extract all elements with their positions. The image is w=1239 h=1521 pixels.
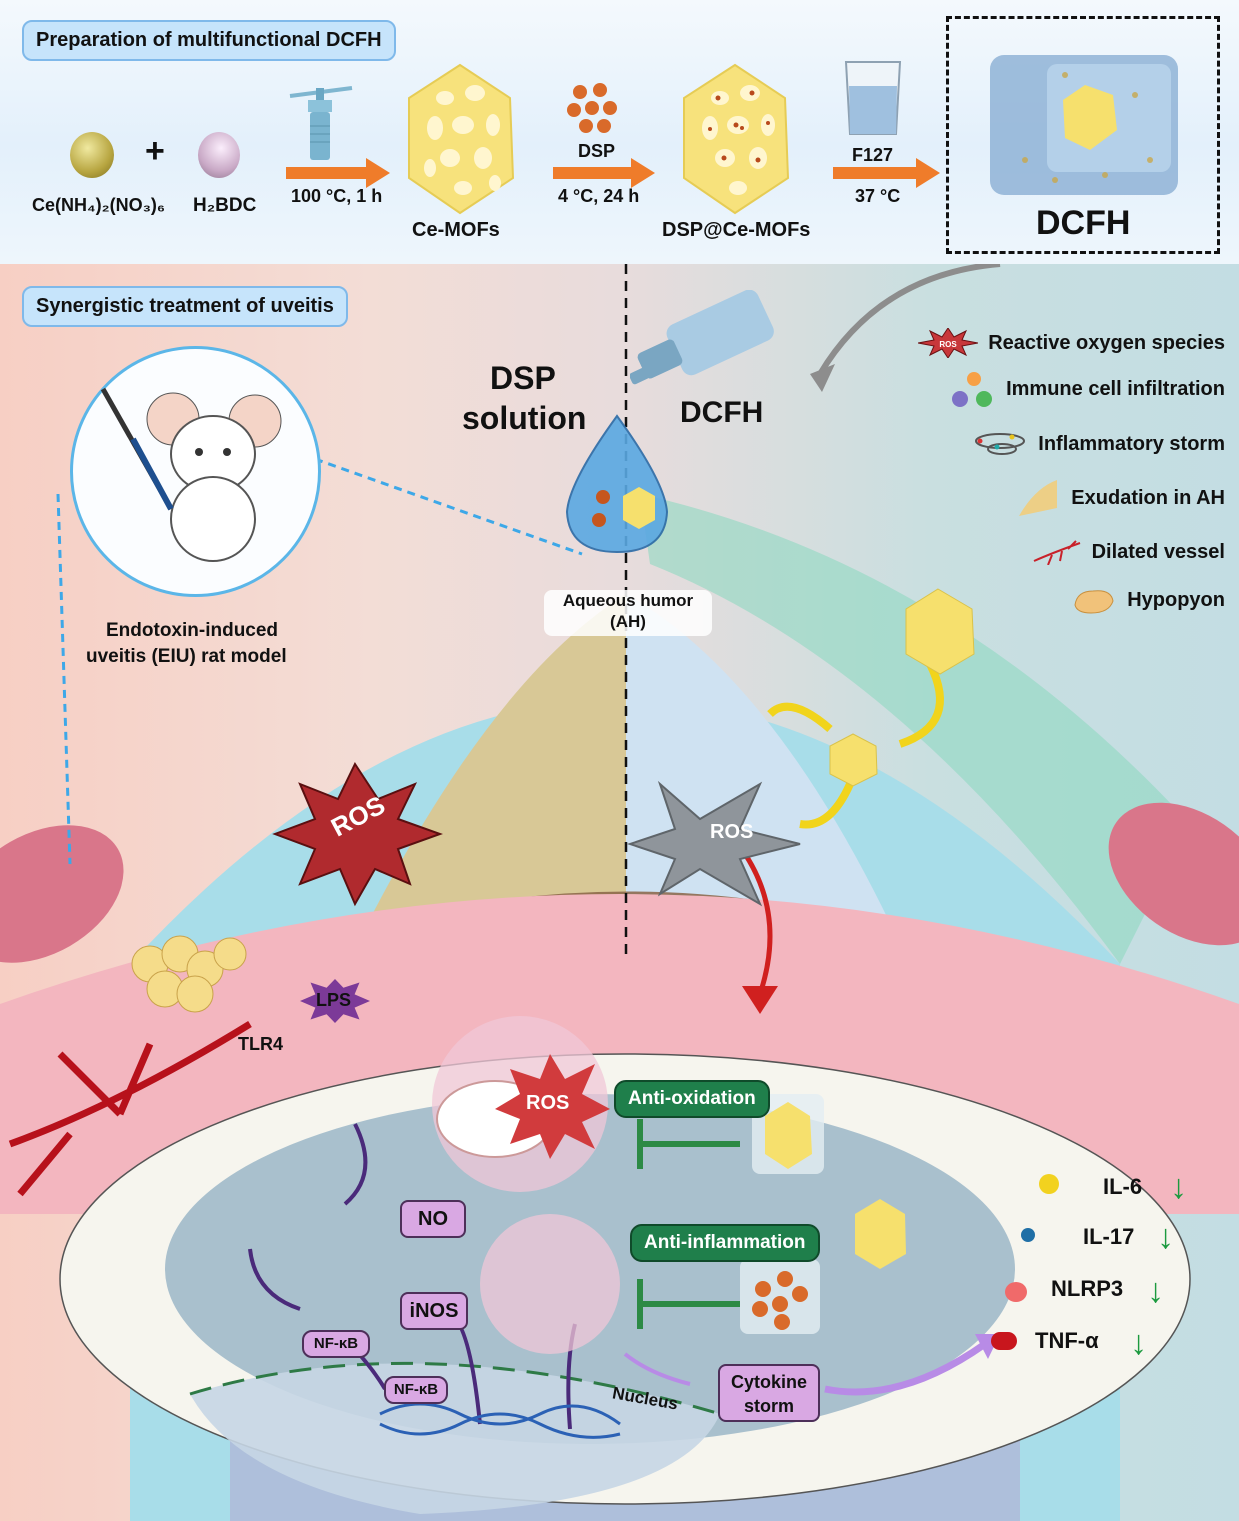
step-2-condition: 4 °C, 24 h (558, 186, 640, 206)
inos-label: iNOS (400, 1292, 468, 1330)
tlr4-label: TLR4 (238, 1034, 283, 1054)
legend-item-ros: ROS Reactive oxygen species (865, 326, 1225, 360)
rat-with-syringe-icon (100, 387, 282, 562)
eye-drop-droplet-icon (565, 414, 669, 554)
aqueous-humor-line2: (AH) (610, 612, 646, 631)
reaction-arrow-2 (553, 158, 655, 188)
treatment-panel: Synergistic treatment of uveitis Endotox… (0, 264, 1239, 1521)
il17-label: IL-17 (1083, 1224, 1135, 1249)
aqueous-humor-label: Aqueous humor (AH) (544, 590, 712, 636)
plus-sign: + (145, 132, 165, 170)
reaction-arrow-1 (286, 158, 390, 188)
legend-label-hypopyon: Hypopyon (1127, 588, 1225, 611)
legend-label-immune: Immune cell infiltration (1006, 377, 1225, 400)
exudation-icon (1019, 480, 1058, 516)
ros-starburst-icon: ROS (918, 328, 979, 358)
anti-inflammation-label: Anti-inflammation (630, 1224, 820, 1262)
tnf-alpha-down-arrow-icon: ↓ (1130, 1324, 1147, 1362)
dcfh-final-label: DCFH (1036, 204, 1131, 242)
reaction-arrow-3 (833, 158, 940, 188)
ce-mof-particle-icon (408, 63, 515, 215)
no-label: NO (400, 1200, 466, 1238)
dsp-reagent-label: DSP (578, 141, 616, 161)
legend: ROS Reactive oxygen species Immune cell … (865, 326, 1225, 622)
svg-text:ROS: ROS (940, 340, 958, 349)
ros-mitochondria-label: ROS (526, 1092, 570, 1114)
legend-item-exudation: Exudation in AH (865, 470, 1225, 526)
nlrp3-icon (1005, 1282, 1027, 1302)
autoclave-icon (289, 86, 353, 160)
reagent-1-label: Ce(NH₄)₂(NO₃)₆ (32, 195, 166, 215)
dcfh-highlight-box (946, 16, 1220, 254)
il6-icon (1039, 1174, 1059, 1194)
inflammatory-storm-icon (975, 433, 1026, 455)
cytokine-storm-label: Cytokine storm (718, 1364, 820, 1422)
dcfh-treatment-label: DCFH (680, 396, 764, 429)
hypopyon-icon (1074, 590, 1114, 614)
immune-cells-icon (952, 372, 993, 407)
tnf-alpha-icon (991, 1332, 1017, 1350)
dsp-loaded-mof-particle-icon (683, 63, 790, 215)
dsp-solution-label-line1: DSP (490, 360, 556, 396)
step-1-condition: 100 °C, 1 h (291, 186, 383, 206)
dilated-vessel-icon (1033, 540, 1080, 565)
preparation-panel: Preparation of multifunctional DCFH + Ce… (0, 0, 1239, 264)
legend-label-exudation: Exudation in AH (1071, 486, 1225, 509)
il6-label: IL-6 (1103, 1174, 1143, 1199)
dcfh-hydrogel-cube-icon (990, 55, 1178, 195)
reagent-2-label: H₂BDC (193, 195, 257, 216)
rat-model-circle (70, 346, 321, 597)
nlrp3-down-arrow-icon: ↓ (1147, 1272, 1164, 1310)
preparation-title: Preparation of multifunctional DCFH (22, 20, 396, 61)
il17-down-arrow-icon: ↓ (1157, 1218, 1174, 1256)
legend-label-storm: Inflammatory storm (1038, 432, 1225, 455)
dsp-solution-label-line2: solution (462, 400, 587, 436)
legend-item-hypopyon: Hypopyon (865, 578, 1225, 622)
cerium-salt-sphere-icon (70, 132, 114, 178)
il6-down-arrow-icon: ↓ (1170, 1168, 1187, 1206)
dsp-ce-mofs-label: DSP@Ce-MOFs (662, 219, 811, 241)
cytokine-storm-line1: Cytokine (730, 1372, 808, 1392)
tnf-alpha-label: TNF-α (1035, 1328, 1099, 1353)
rat-model-label-line2: uveitis (EIU) rat model (86, 646, 287, 667)
anti-oxidation-label: Anti-oxidation (614, 1080, 770, 1118)
step-3-condition: 37 °C (855, 186, 901, 206)
dsp-molecules-icon (567, 83, 617, 133)
aqueous-humor-line1: Aqueous humor (562, 591, 694, 610)
legend-label-ros: Reactive oxygen species (988, 331, 1225, 354)
eye-drop-bottle-icon (630, 290, 774, 385)
treatment-title: Synergistic treatment of uveitis (22, 286, 348, 327)
cytokine-storm-line2: storm (743, 1396, 794, 1416)
nfkb-nucleus-label: NF-κB (384, 1376, 448, 1404)
f127-beaker-icon (844, 61, 902, 135)
rat-model-label-line1: Endotoxin-induced (106, 620, 279, 641)
ros-right-label: ROS (710, 821, 754, 843)
eye-anatomy-illustration (0, 264, 1239, 1521)
legend-item-immune: Immune cell infiltration (865, 360, 1225, 418)
legend-item-vessel: Dilated vessel (865, 526, 1225, 578)
il17-icon (1021, 1228, 1035, 1242)
nfkb-cytoplasm-label: NF-κB (302, 1330, 370, 1358)
legend-item-storm: Inflammatory storm (865, 418, 1225, 470)
h2bdc-sphere-icon (198, 132, 240, 178)
nlrp3-label: NLRP3 (1051, 1276, 1124, 1301)
lps-label: LPS (316, 990, 352, 1010)
f127-reagent-label: F127 (852, 145, 894, 165)
legend-label-vessel: Dilated vessel (1091, 540, 1225, 563)
ce-mofs-label: Ce-MOFs (412, 219, 500, 241)
